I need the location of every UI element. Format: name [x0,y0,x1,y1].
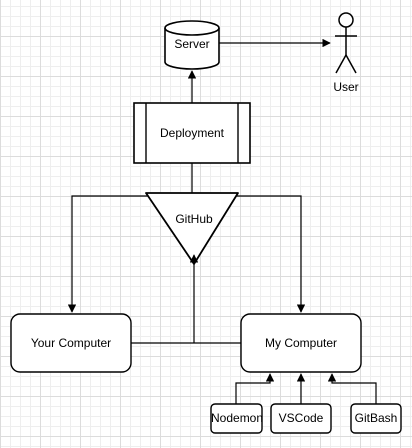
deployment-label: Deployment [159,126,225,140]
github-label: GitHub [175,212,213,226]
gitbash-label: GitBash [354,411,398,425]
user-label: User [333,80,359,94]
my-computer-label: My Computer [264,336,338,350]
edge-nodemon-my-computer [235,373,275,404]
user-actor[interactable] [335,12,357,74]
deployment-node[interactable] [133,102,251,164]
nodemon-node[interactable] [210,403,263,434]
my-computer-node[interactable] [240,313,362,373]
edge-github-your-computer [67,195,155,313]
your-computer-label: Your Computer [30,336,112,350]
server-label: Server [174,37,210,51]
vscode-label: VSCode [278,411,324,425]
edge-github-my-computer [229,195,306,313]
your-computer-node[interactable] [10,313,132,373]
github-node[interactable] [145,192,239,265]
gitbash-node[interactable] [350,403,402,434]
vscode-node[interactable] [270,403,332,434]
nodemon-label: Nodemon [211,411,264,425]
server-node[interactable] [164,20,220,70]
edge-gitbash-my-computer [327,373,377,404]
